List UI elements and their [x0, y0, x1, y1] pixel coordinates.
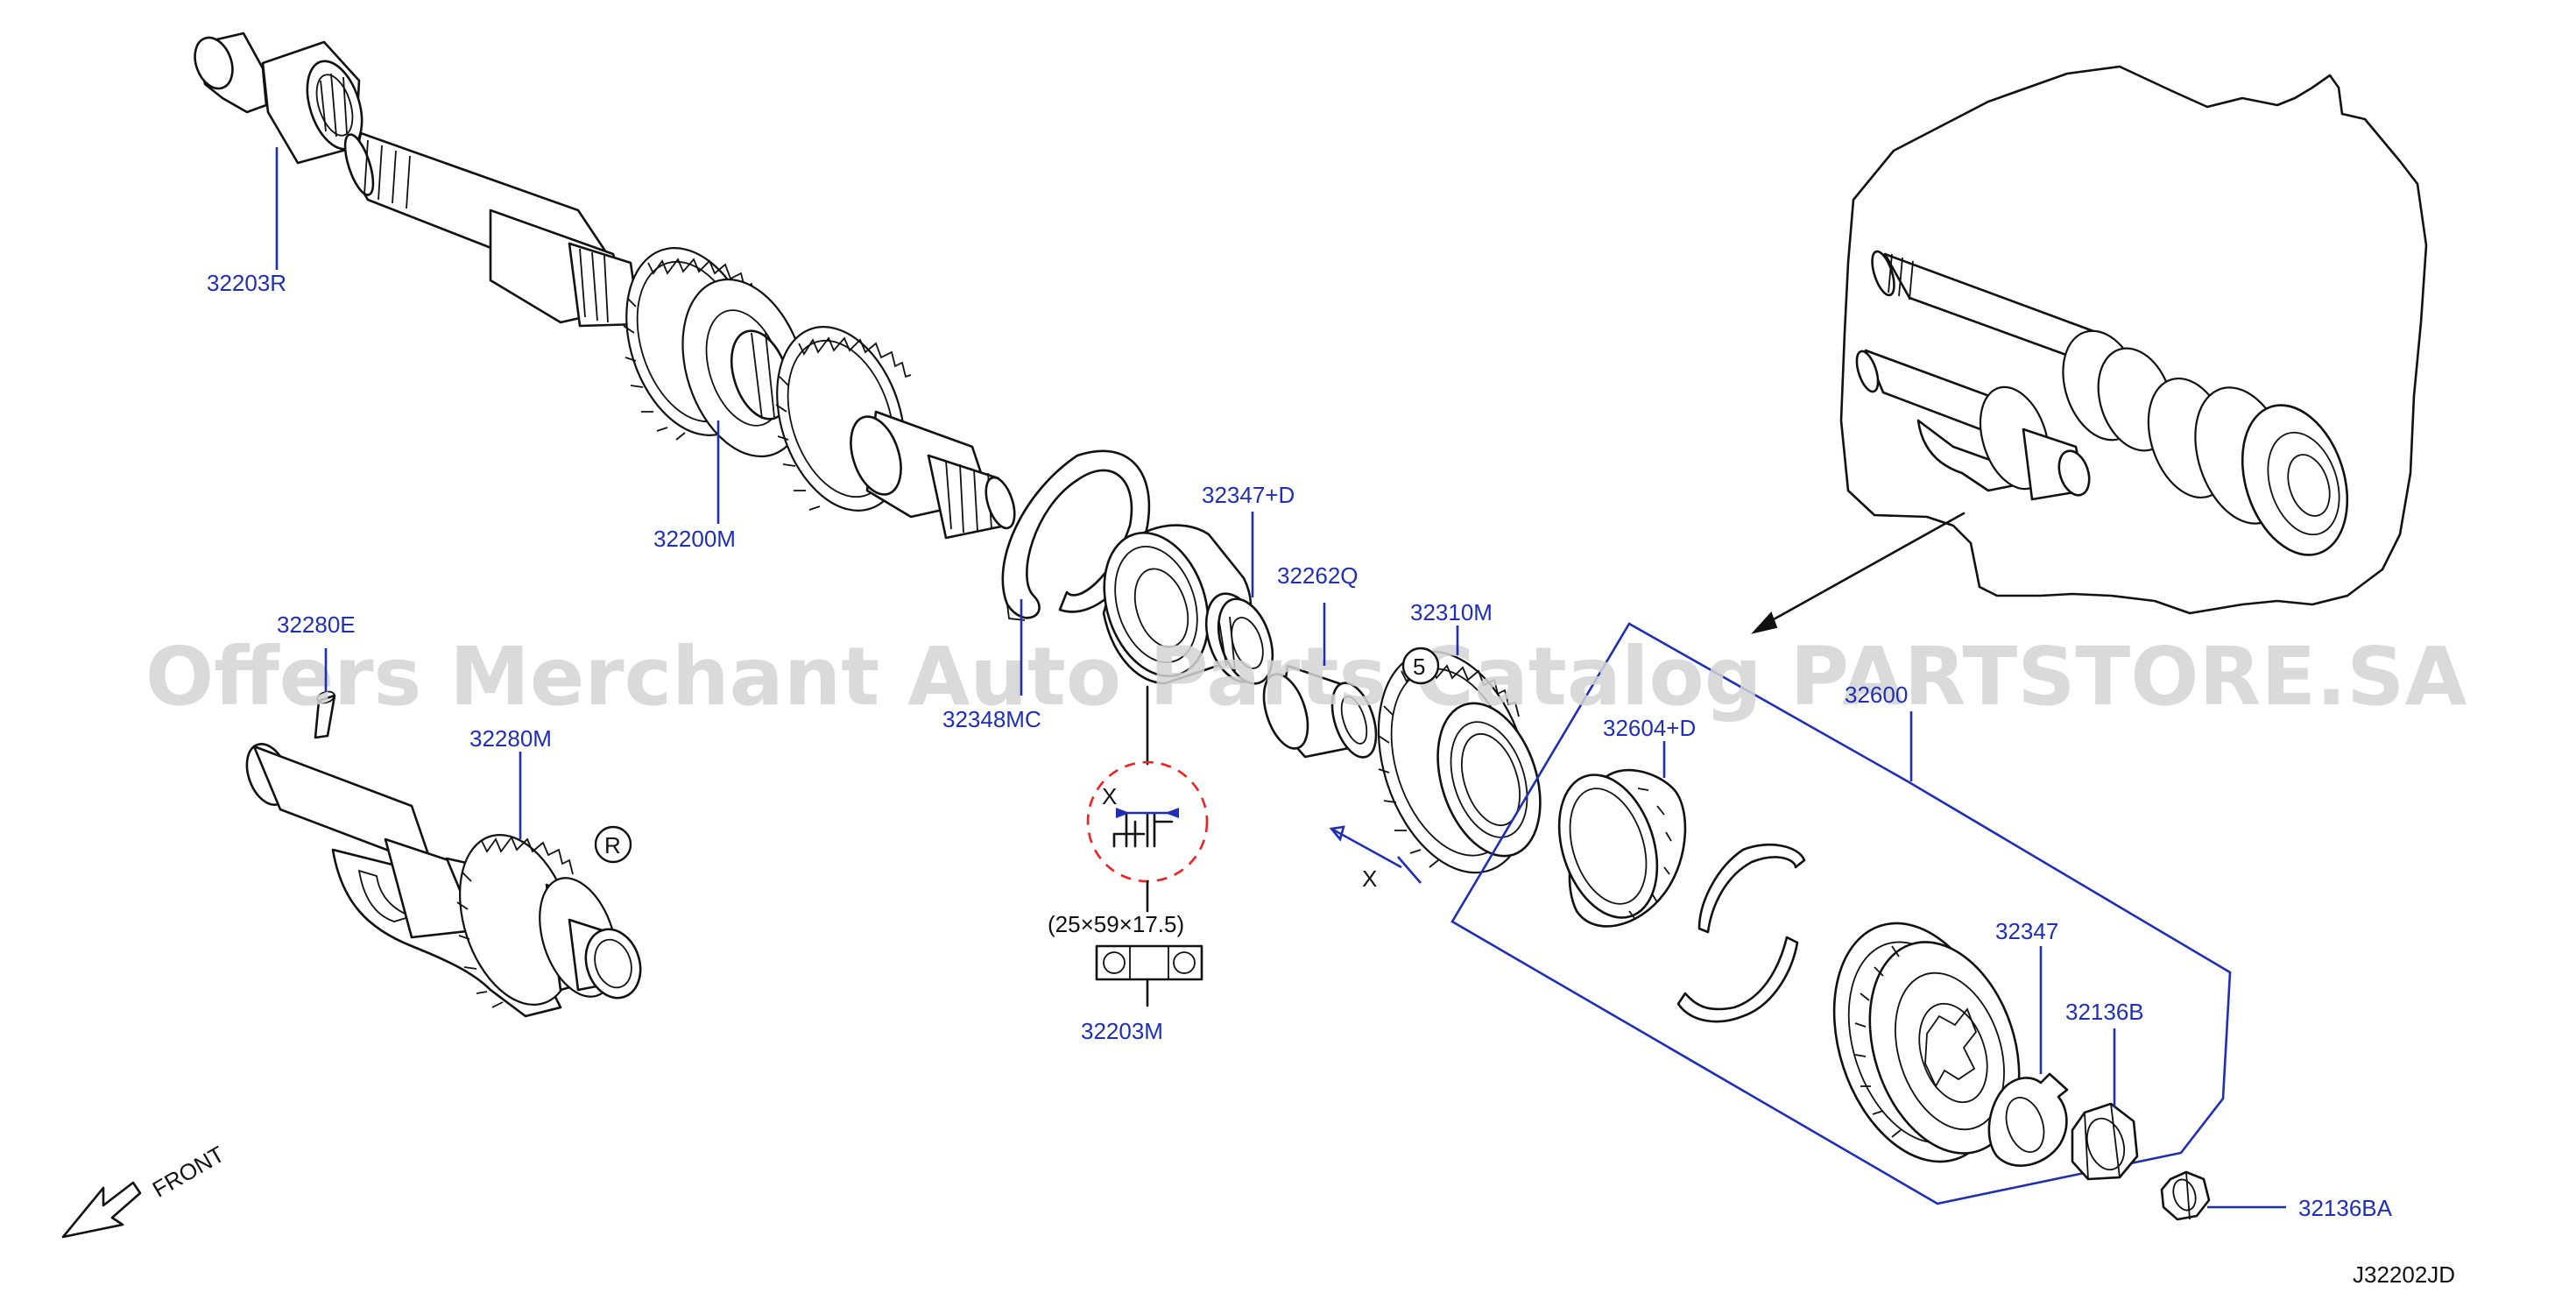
inset-transmission-assembly — [1751, 65, 2428, 634]
watermark-text: Offers Merchant Auto Parts Catalog PARTS… — [145, 630, 2467, 724]
gear-dimension-x: X — [1329, 825, 1422, 892]
label-32200M[interactable]: 32200M — [653, 526, 736, 552]
pin-32280E[interactable] — [314, 689, 336, 739]
front-label: FRONT — [148, 1141, 229, 1203]
main-shaft-group — [188, 32, 1016, 540]
label-32136BA[interactable]: 32136BA — [2298, 1195, 2393, 1221]
counter-shaft-32280M[interactable] — [239, 738, 649, 1020]
insert-spring-lower — [1676, 936, 1799, 1023]
pilot-bearing-32203R[interactable] — [188, 32, 372, 165]
main-shaft-32200M[interactable] — [339, 131, 641, 328]
label-32347[interactable]: 32347 — [1995, 918, 2058, 944]
svg-text:5: 5 — [1413, 654, 1425, 680]
dimension-x-label-bearing: X — [1102, 783, 1117, 809]
part-labels: 32203R 32200M 32280E 32280M 32348MC 3234… — [207, 270, 2393, 1221]
insert-spring-upper — [1697, 843, 1806, 934]
svg-text:R: R — [604, 832, 621, 858]
nut-32136B[interactable] — [2071, 1102, 2139, 1181]
label-32280E[interactable]: 32280E — [277, 611, 356, 638]
nut-32136BA[interactable] — [2160, 1170, 2211, 1221]
synchro-kit-32600[interactable] — [1450, 622, 2232, 1205]
marker-5: 5 — [1401, 646, 1440, 685]
label-32604D[interactable]: 32604+D — [1603, 715, 1696, 741]
gear-cluster-rear — [775, 326, 1016, 540]
gear-cluster-front — [623, 247, 808, 458]
synchro-hub-sleeve — [1832, 922, 2021, 1163]
baulk-ring-32604D[interactable] — [1542, 762, 1687, 930]
bushing-32262Q[interactable] — [1255, 664, 1384, 763]
label-32262Q[interactable]: 32262Q — [1277, 562, 1359, 589]
label-32203M[interactable]: 32203M — [1081, 1018, 1163, 1044]
diagram-code: J32202JD — [2353, 1261, 2455, 1288]
label-32347D[interactable]: 32347+D — [1202, 482, 1295, 508]
washer-32347D[interactable] — [1196, 586, 1282, 690]
bearing-size-text: (25×59×17.5) — [1048, 911, 1184, 937]
leader-lines — [275, 147, 2286, 1209]
front-direction-indicator: FRONT — [61, 1141, 229, 1239]
marker-r: R — [594, 825, 632, 864]
label-32136B[interactable]: 32136B — [2065, 999, 2144, 1025]
label-32310M[interactable]: 32310M — [1410, 599, 1493, 625]
lock-washer-32347[interactable] — [1987, 1072, 2069, 1167]
label-32280M[interactable]: 32280M — [469, 725, 552, 752]
label-32203R[interactable]: 32203R — [207, 270, 286, 296]
label-32348MC[interactable]: 32348MC — [942, 706, 1041, 732]
dimension-x-label-gear: X — [1362, 865, 1377, 892]
label-32600[interactable]: 32600 — [1845, 682, 1908, 708]
bearing-detail-callout: X (25×59×17.5) — [1048, 685, 1209, 1007]
